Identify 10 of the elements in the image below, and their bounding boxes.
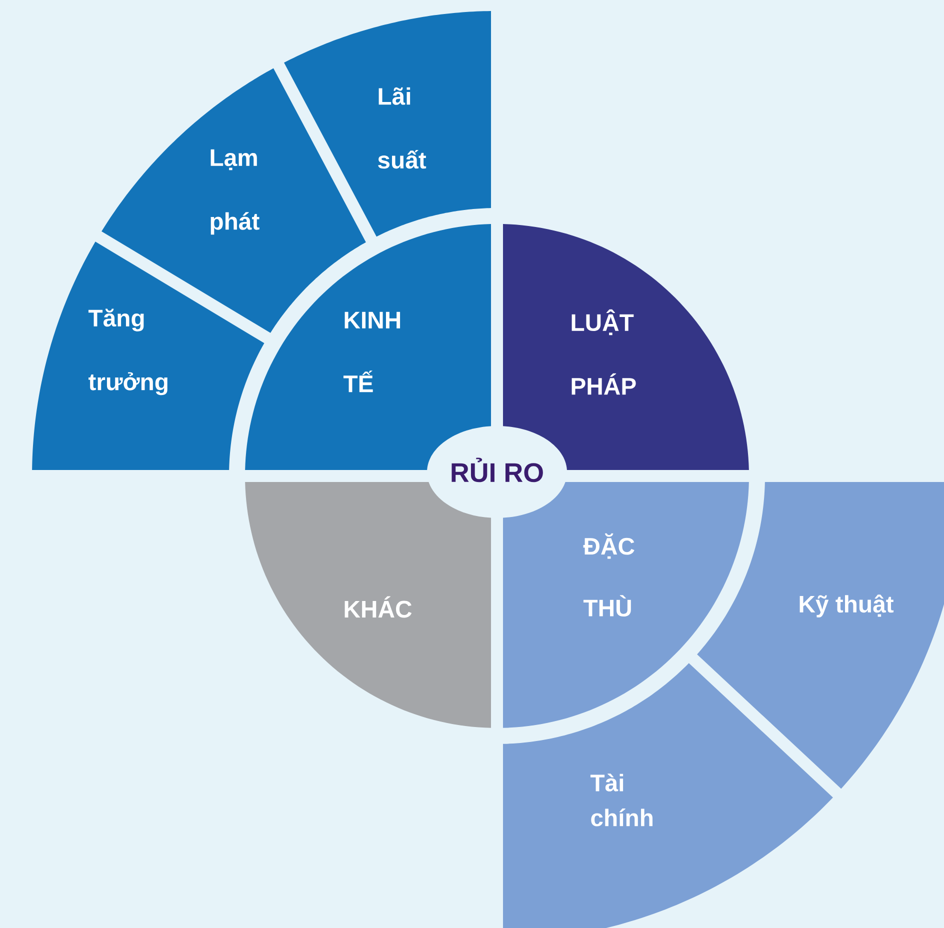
node-label: Tài chính [590,774,652,826]
ring-segment: Kỹ thuật [697,482,944,789]
quadrant-segment: KHÁC [245,482,491,728]
ring-segment: Tăng trưởng [32,242,264,470]
quadrant-segment: ĐẶC THÙ [503,482,749,728]
node-label: ĐẶC THÙ [583,533,634,617]
ring-segment: Lãi suất [284,11,491,237]
node-label: Kỹ thuật [800,594,894,618]
node-label: Lãi suất [378,87,426,169]
ring-segment: Tài chính [503,663,833,928]
